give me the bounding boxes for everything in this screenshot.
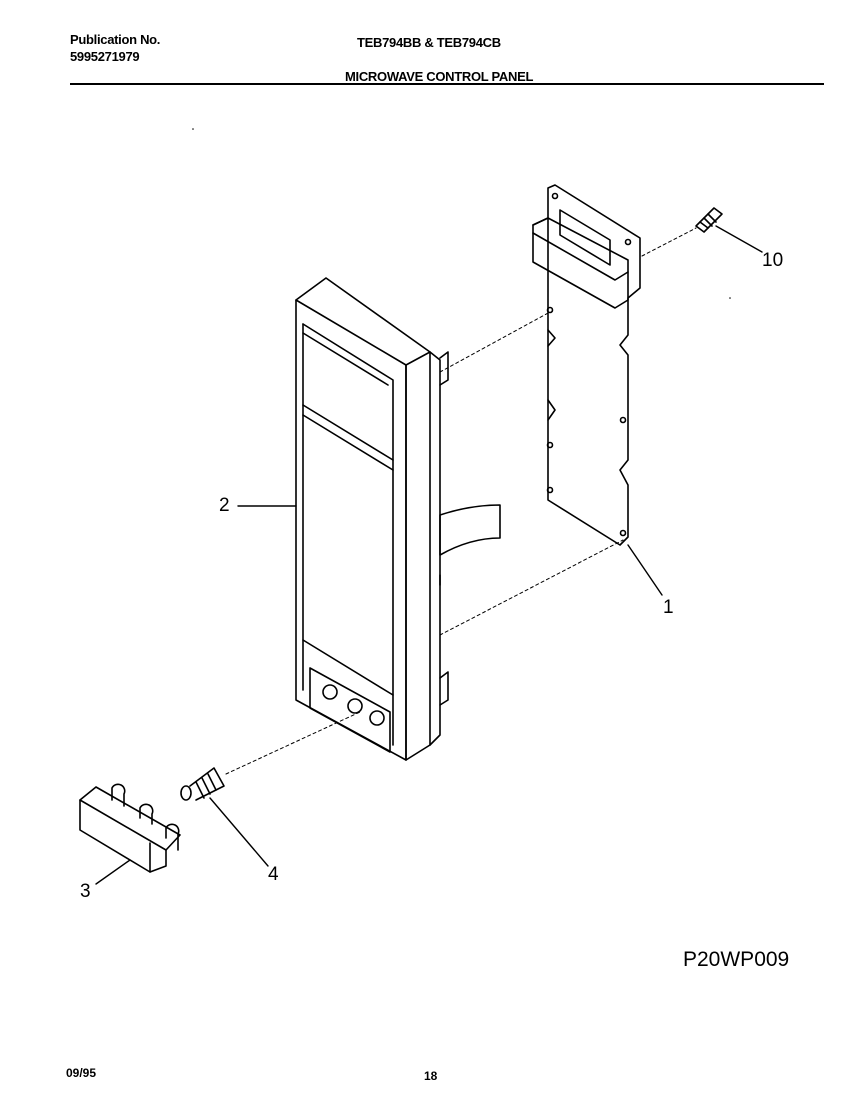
callout-3: 3 — [80, 881, 91, 902]
callout-1: 1 — [663, 597, 674, 618]
model-numbers: TEB794BB & TEB794CB — [357, 35, 501, 50]
push-button — [79, 783, 181, 873]
page-number: 18 — [424, 1069, 438, 1083]
publication-number: 5995271979 — [70, 49, 140, 64]
header-rule — [70, 83, 824, 85]
scan-speck — [729, 297, 731, 299]
spring — [180, 767, 225, 801]
circuit-board — [532, 184, 641, 546]
control-panel-frame — [295, 277, 501, 761]
leader-lines — [95, 225, 763, 885]
assembly-lines — [225, 227, 697, 775]
callout-4: 4 — [268, 864, 279, 885]
drawing-id: P20WP009 — [683, 948, 790, 971]
publication-label: Publication No. — [70, 32, 161, 47]
screw — [695, 207, 723, 233]
callout-2: 2 — [219, 495, 230, 516]
footer-date: 09/95 — [66, 1066, 97, 1080]
scan-speck — [192, 128, 194, 130]
section-title: MICROWAVE CONTROL PANEL — [345, 69, 534, 84]
callout-10: 10 — [762, 250, 784, 271]
